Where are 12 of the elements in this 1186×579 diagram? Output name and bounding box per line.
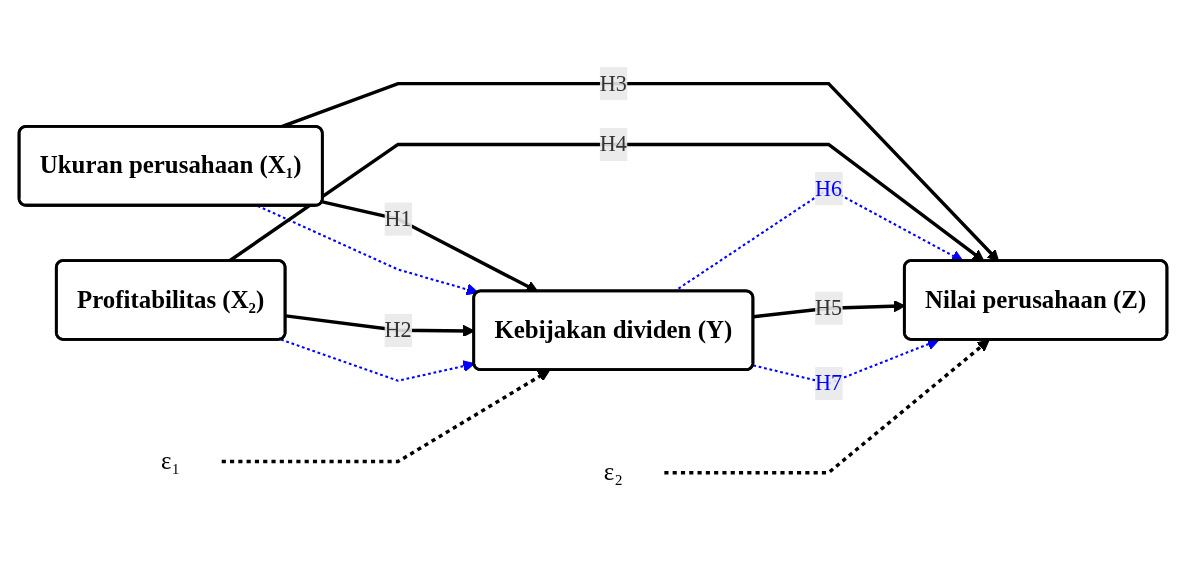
edge-label: H2	[384, 317, 412, 342]
edge-label: H5	[815, 295, 843, 320]
arrow	[664, 339, 990, 475]
arrow	[280, 338, 475, 382]
edge-label: H6	[815, 176, 843, 200]
node-text: ε₁	[161, 447, 181, 475]
edge-label: H4	[599, 131, 627, 156]
arrow	[221, 369, 550, 464]
edge-label: H7	[815, 371, 843, 395]
edge-label: H3	[599, 71, 627, 95]
node-text: ε₂	[603, 458, 623, 486]
edge-label: H1	[384, 206, 412, 231]
